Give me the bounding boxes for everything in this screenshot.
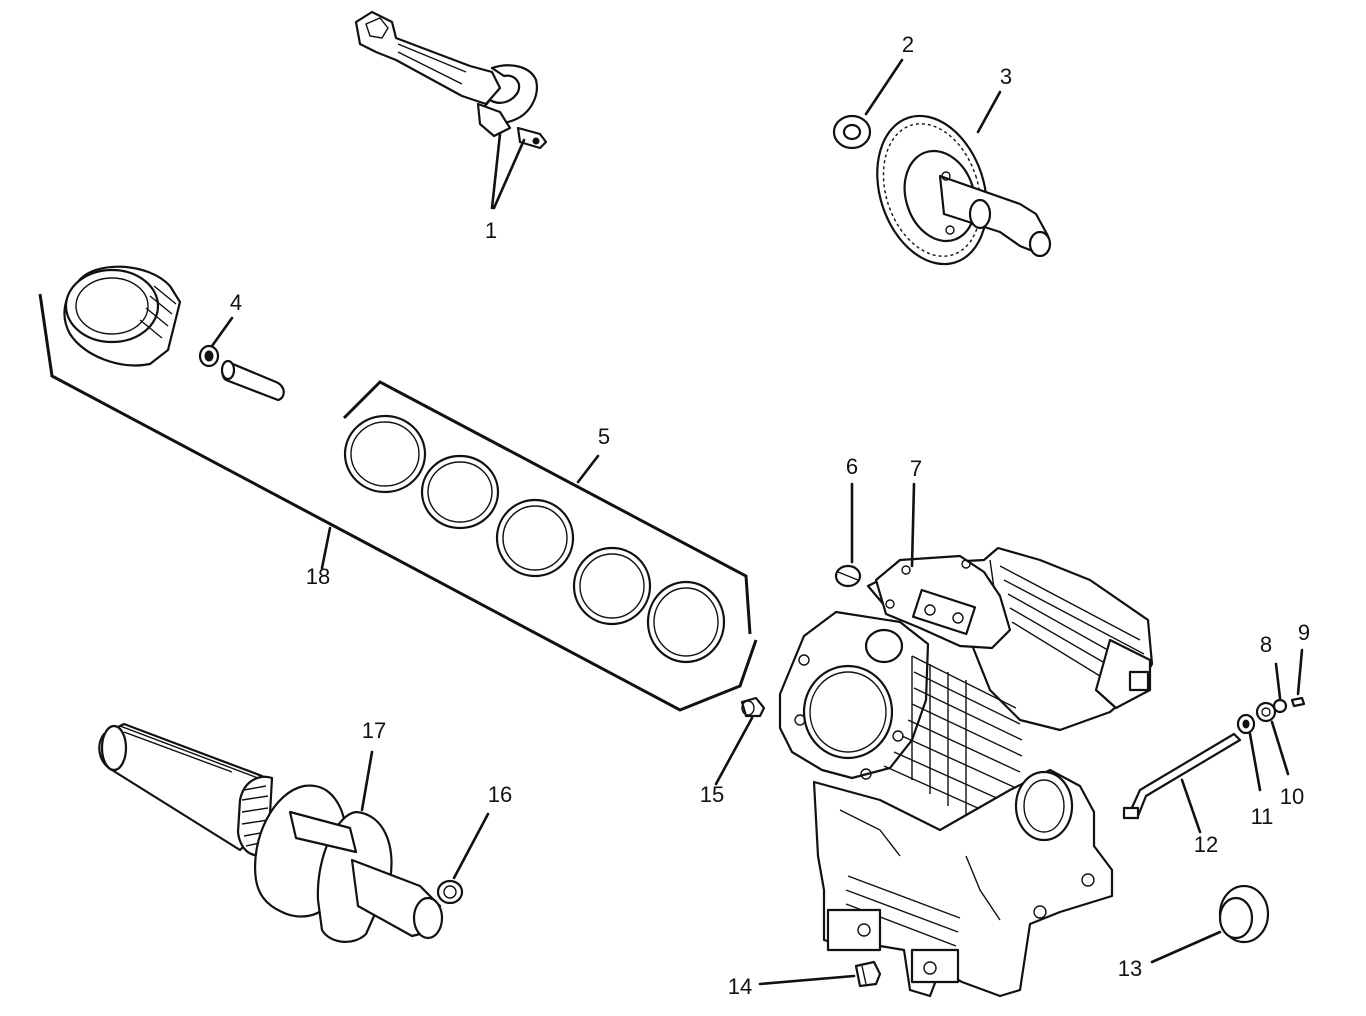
callout-7: 7 (910, 456, 922, 481)
callout-17: 17 (362, 718, 386, 743)
leader-line-11 (1248, 732, 1262, 792)
leader-line-17 (360, 750, 374, 812)
callout-9: 9 (1298, 620, 1310, 645)
leader-line-5 (576, 454, 600, 484)
bracket-5 (342, 380, 752, 635)
callout-6: 6 (846, 454, 858, 479)
thrust-washer (832, 114, 872, 150)
callout-11: 11 (1251, 804, 1274, 829)
leader-line-3 (976, 90, 1002, 134)
callout-12: 12 (1194, 832, 1218, 857)
piston-pin (220, 359, 285, 402)
leader-line-1b (492, 138, 526, 210)
leader-line-16 (452, 812, 490, 880)
callout-18: 18 (306, 564, 330, 589)
leader-line-2 (864, 58, 904, 116)
leader-line-13 (1150, 930, 1222, 964)
camshaft-gear (876, 114, 1052, 266)
leader-line-9 (1296, 648, 1304, 696)
callout-4: 4 (230, 290, 242, 315)
nut-10 (1255, 701, 1277, 723)
leader-line-4 (210, 316, 234, 348)
callout-2: 2 (902, 32, 914, 57)
piston-pin-clip (198, 344, 220, 368)
piston-ring-set (343, 414, 726, 664)
callout-10: 10 (1280, 784, 1304, 809)
callout-15: 15 (700, 782, 724, 807)
leader-line-7 (910, 482, 916, 568)
leader-line-15 (714, 716, 754, 786)
breather-tube (1122, 732, 1242, 820)
callout-5: 5 (598, 424, 610, 449)
expansion-plug (834, 564, 862, 588)
crank-bushing (436, 879, 464, 905)
screw-9 (1290, 696, 1306, 708)
crankshaft (98, 722, 444, 943)
leader-line-10 (1270, 720, 1290, 776)
leader-line-14 (758, 974, 856, 986)
callout-8: 8 (1260, 632, 1272, 657)
callout-13: 13 (1118, 956, 1142, 981)
washer-8 (1272, 698, 1288, 714)
oil-seal (1218, 884, 1270, 944)
leader-line-8 (1274, 662, 1282, 700)
leader-line-12 (1180, 778, 1202, 834)
crankcase-block (778, 546, 1154, 998)
drain-plug (854, 960, 882, 988)
connecting-rod (354, 10, 548, 150)
callout-14: 14 (728, 974, 752, 999)
leader-line-18 (320, 526, 332, 570)
leader-line-1 (490, 132, 502, 210)
dowel-plug (740, 696, 766, 718)
callout-3: 3 (1000, 64, 1012, 89)
washer-11 (1236, 713, 1256, 735)
callout-16: 16 (488, 782, 512, 807)
callout-1: 1 (485, 218, 497, 243)
piston (63, 265, 182, 367)
bracket-18 (38, 293, 758, 712)
